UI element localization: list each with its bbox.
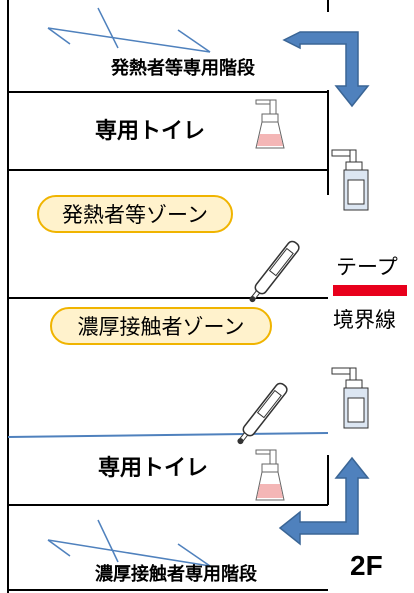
toilet-top-label: 専用トイレ <box>95 119 206 144</box>
thermometer-icon <box>249 240 300 303</box>
thermometer-icon <box>237 382 288 445</box>
fever-zone-label: 発熱者等ゾーン <box>62 203 208 227</box>
floor-label: 2F <box>350 550 383 581</box>
boundary-label: 境界線 <box>333 308 396 332</box>
arrow-down-icon <box>282 31 370 108</box>
tape-swatch <box>333 285 407 296</box>
stairs-bottom-lines <box>47 519 211 567</box>
sanitizer-bottle-icon <box>255 449 285 501</box>
fever-zone-badge: 発熱者等ゾーン <box>37 195 233 233</box>
stairs-top-label: 発熱者等専用階段 <box>111 58 255 79</box>
contact-zone-label: 濃厚接触者ゾーン <box>77 315 245 339</box>
stairs-top-lines <box>47 7 211 53</box>
sanitizer-bottle-icon <box>255 99 285 149</box>
toilet-bottom-label: 専用トイレ <box>98 456 209 481</box>
contact-zone-badge: 濃厚接触者ゾーン <box>50 307 272 345</box>
stairs-bottom-label: 濃厚接触者専用階段 <box>95 564 257 585</box>
arrow-left-icon <box>278 456 370 546</box>
disinfectant-bottle-icon <box>331 367 369 429</box>
walls <box>7 0 329 593</box>
tape-label: テープ <box>336 255 398 279</box>
contact-zone-line <box>7 432 329 438</box>
disinfectant-bottle-icon <box>331 149 369 211</box>
